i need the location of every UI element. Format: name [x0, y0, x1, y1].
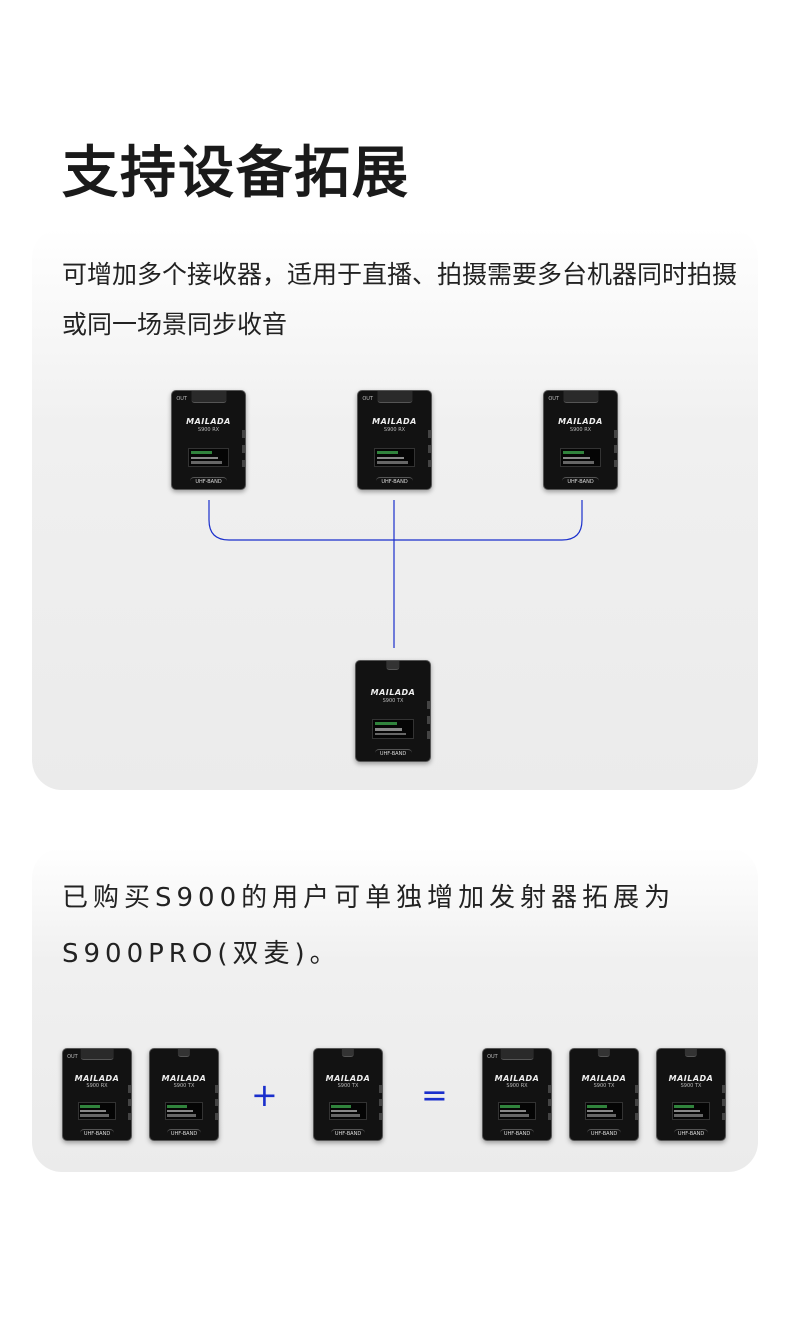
- device-brand: MAILADA: [558, 417, 603, 427]
- device-screen: [374, 447, 415, 468]
- device-brand: MAILADA: [668, 1073, 714, 1083]
- device-screen: [77, 1101, 117, 1120]
- result-transmitter-1: MAILADA S900 TX UHF-BAND: [569, 1048, 639, 1141]
- device-model: S900 RX: [86, 1082, 108, 1089]
- out-port-label: OUT: [176, 395, 188, 402]
- equals-sign: =: [421, 1076, 448, 1114]
- device-brand: MAILADA: [581, 1073, 627, 1083]
- device-band-label: UHF-BAND: [167, 1129, 201, 1140]
- device-model: S900 TX: [593, 1082, 615, 1089]
- page-title: 支持设备拓展: [62, 141, 410, 206]
- added-transmitter: MAILADA S900 TX UHF-BAND: [313, 1048, 383, 1141]
- device-screen: [497, 1101, 537, 1120]
- expansion-description: 已购买S900的用户可单独增加发射器拓展为S900PRO(双麦)。: [62, 883, 676, 969]
- receiver-device-1: OUT MAILADA S900 RX UHF-BAND: [171, 390, 246, 490]
- receiver-device-2: OUT MAILADA S900 RX UHF-BAND: [357, 390, 432, 490]
- device-band-label: UHF-BAND: [331, 1129, 365, 1140]
- device-band-label: UHF-BAND: [376, 477, 413, 489]
- out-port-label: OUT: [67, 1053, 78, 1060]
- device-screen: [164, 1101, 204, 1120]
- device-screen: [560, 447, 601, 468]
- device-band-label: UHF-BAND: [190, 477, 227, 489]
- plus-sign: +: [251, 1076, 278, 1114]
- device-band-label: UHF-BAND: [374, 749, 412, 761]
- receiver-device-3: OUT MAILADA S900 RX UHF-BAND: [543, 390, 618, 490]
- device-band-label: UHF-BAND: [80, 1129, 114, 1140]
- device-screen: [328, 1101, 368, 1120]
- device-band-label: UHF-BAND: [500, 1129, 534, 1140]
- s900-receiver: OUT MAILADA S900 RX UHF-BAND: [62, 1048, 132, 1141]
- device-brand: MAILADA: [494, 1073, 540, 1083]
- device-model: S900 TX: [382, 698, 404, 704]
- device-model: S900 RX: [197, 427, 220, 434]
- s900-transmitter: MAILADA S900 TX UHF-BAND: [149, 1048, 219, 1141]
- device-band-label: UHF-BAND: [587, 1129, 621, 1140]
- device-brand: MAILADA: [370, 688, 416, 697]
- device-model: S900 RX: [506, 1082, 528, 1089]
- device-model: S900 RX: [383, 427, 406, 434]
- device-screen: [584, 1101, 624, 1120]
- device-model: S900 RX: [569, 427, 592, 434]
- device-brand: MAILADA: [186, 417, 231, 427]
- device-band-label: UHF-BAND: [562, 477, 599, 489]
- out-port-label: OUT: [487, 1053, 498, 1060]
- device-brand: MAILADA: [372, 417, 417, 427]
- expansion-panel: 已购买S900的用户可单独增加发射器拓展为S900PRO(双麦)。 OUT MA…: [32, 848, 758, 1172]
- result-receiver: OUT MAILADA S900 RX UHF-BAND: [482, 1048, 552, 1141]
- device-screen: [372, 719, 414, 739]
- multi-receiver-description: 可增加多个接收器，适用于直播、拍摄需要多台机器同时拍摄或同一场景同步收音: [62, 260, 738, 339]
- device-brand: MAILADA: [161, 1073, 207, 1083]
- transmitter-device: MAILADA S900 TX UHF-BAND: [355, 660, 431, 762]
- device-screen: [188, 447, 229, 468]
- device-brand: MAILADA: [74, 1073, 120, 1083]
- device-model: S900 TX: [337, 1082, 359, 1089]
- result-transmitter-2: MAILADA S900 TX UHF-BAND: [656, 1048, 726, 1141]
- device-band-label: UHF-BAND: [674, 1129, 708, 1140]
- device-model: S900 TX: [173, 1082, 195, 1089]
- multi-receiver-panel: 可增加多个接收器，适用于直播、拍摄需要多台机器同时拍摄或同一场景同步收音 OUT…: [32, 228, 758, 790]
- out-port-label: OUT: [548, 395, 560, 402]
- connector-left: [208, 500, 394, 541]
- device-screen: [671, 1101, 711, 1120]
- connector-right: [394, 500, 583, 541]
- device-model: S900 TX: [680, 1082, 702, 1089]
- out-port-label: OUT: [362, 395, 374, 402]
- connection-lines: [208, 500, 583, 648]
- device-brand: MAILADA: [325, 1073, 371, 1083]
